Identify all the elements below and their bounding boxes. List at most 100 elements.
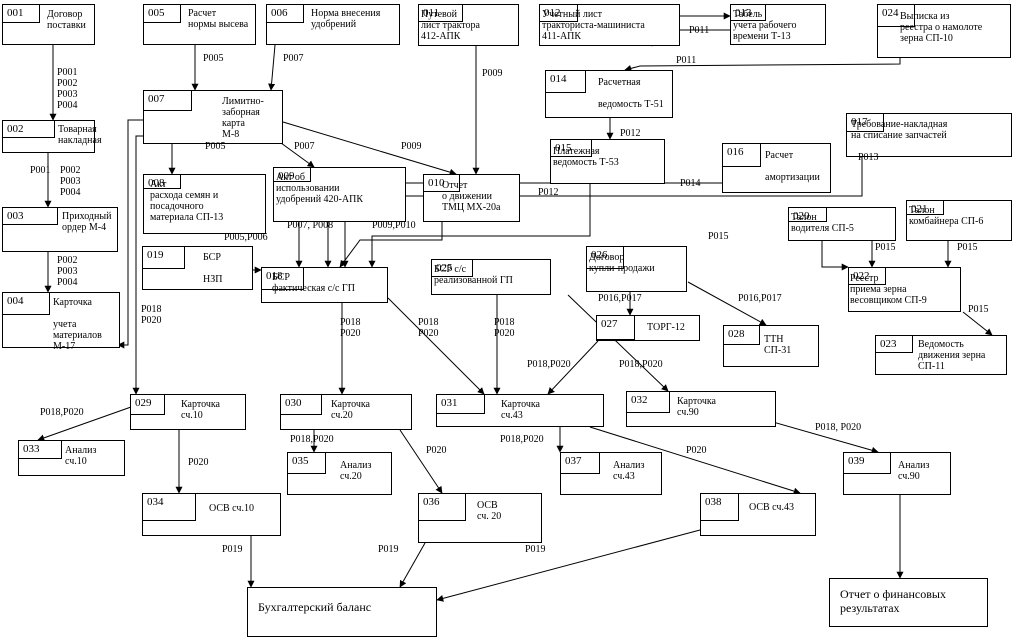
doc-code: 012 [540, 5, 578, 22]
doc-code: 003 [3, 208, 58, 225]
edge-label: P020 [188, 457, 209, 468]
edge-label: P019 [525, 544, 546, 555]
doc-title: Приходный ордер М-4 [62, 211, 112, 233]
doc-code: 038 [701, 494, 739, 521]
doc-code: 032 [627, 392, 670, 413]
edge-label: P018,P020 [500, 434, 544, 445]
flow-arrow [368, 184, 591, 268]
doc-code: 036 [419, 494, 466, 521]
edge-label: P020 [686, 445, 707, 456]
doc-code: 035 [288, 453, 326, 474]
doc-code: 024 [878, 5, 915, 27]
doc-title: Норма внесения удобрений [311, 8, 381, 30]
edge-label: P001 [30, 165, 51, 176]
doc-code: 010 [424, 175, 460, 192]
doc-title: Талон водителя СП-5 [791, 212, 854, 234]
doc-title: Анализ сч.43 [613, 460, 645, 482]
doc-code: 005 [144, 5, 181, 23]
doc-code: 002 [3, 121, 55, 138]
doc-title: Акт расхода семян и посадочного материал… [150, 179, 224, 223]
flow-arrow [399, 429, 443, 494]
flow-arrow [339, 222, 443, 268]
doc-code: 030 [281, 395, 322, 415]
doc-code: 022 [849, 268, 886, 285]
flow-arrow [341, 157, 863, 268]
flow-arrow [117, 119, 143, 349]
doc-node-036: 036 ОСВ сч. 20 [418, 493, 542, 543]
flow-arrow [567, 294, 669, 392]
doc-title: Договор купли-продажи [589, 252, 655, 274]
edge-label: P019 [378, 544, 399, 555]
doc-code: 008 [144, 175, 181, 189]
doc-code: 026 [587, 247, 624, 269]
flow-arrow [387, 297, 485, 395]
edge-label: P009 [482, 68, 503, 79]
flow-arrow [821, 241, 849, 271]
edge-label: P005 [205, 141, 226, 152]
edge-label: P009,P010 [372, 220, 416, 231]
doc-title: ОСВ сч.10 [209, 503, 254, 514]
edge-label: P015 [968, 304, 989, 315]
doc-title: Ведомость движения зерна СП-11 [918, 339, 986, 372]
doc-title: ОСВ сч. 20 [477, 500, 502, 522]
doc-title: Товарная накладная [58, 124, 102, 146]
doc-title: Карточка сч.43 [501, 399, 540, 421]
edge-label: P013 [858, 152, 879, 163]
edge-label: P012 [620, 128, 641, 139]
doc-title: Выписка из реестра о намолоте зерна СП-1… [900, 11, 983, 44]
flow-arrow [37, 406, 132, 442]
flow-arrow [589, 426, 801, 495]
doc-code: 013 [731, 5, 766, 21]
doc-title: Платежная ведомость Т-53 [553, 146, 619, 168]
doc-code: 007 [144, 91, 192, 111]
doc-title: Отчет о движении ТМЦ МХ-20а [442, 180, 501, 213]
flow-arrow [962, 311, 993, 336]
flow-arrow [282, 121, 457, 176]
doc-code: 020 [789, 208, 827, 222]
doc-code: 027 [597, 316, 635, 340]
edge-label: P016,P017 [738, 293, 782, 304]
doc-title: Учетный лист тракториста-машиниста 411-А… [542, 9, 645, 42]
edge-label: P018 P020 [340, 317, 361, 339]
doc-title: Анализ сч.90 [898, 460, 930, 482]
doc-title: Расчет нормы высева [188, 8, 249, 30]
doc-title: Реестр приема зерна весовщиком СП-9 [850, 273, 927, 306]
doc-code: 029 [131, 395, 165, 415]
doc-code: 011 [419, 5, 463, 22]
doc-code: 028 [724, 326, 760, 345]
edge-label: P007, P008 [287, 220, 334, 231]
doc-title: Путевой лист трактора 412-АПК [421, 9, 480, 42]
edge-label: P015 [957, 242, 978, 253]
flow-arrow [132, 135, 143, 395]
edge-label: P005,P006 [224, 232, 268, 243]
doc-title: Карточка сч.10 [181, 399, 220, 421]
doc-code: 019 [143, 247, 185, 269]
edge-label: P015 [708, 231, 729, 242]
doc-title: Табель учета рабочего времени Т-13 [733, 9, 797, 42]
doc-title: Расчетная ведомость Т-51 [598, 77, 664, 110]
edge-label: P018 P020 [418, 317, 439, 339]
doc-title: ТТН СП-31 [764, 334, 792, 356]
doc-code: 016 [723, 144, 761, 167]
doc-title: Бухгалтерский баланс [258, 600, 372, 614]
